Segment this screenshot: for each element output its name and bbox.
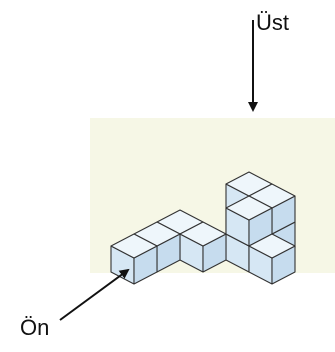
cube-face-top	[179, 221, 227, 247]
front-view-label: Ön	[20, 315, 49, 340]
top-view-label: Üst	[256, 10, 289, 35]
cube-structure	[110, 171, 296, 285]
front-view-arrow	[59, 268, 130, 321]
cube-face-top	[248, 233, 296, 259]
cube-face-top	[225, 195, 273, 221]
cube-face-top	[110, 233, 158, 259]
